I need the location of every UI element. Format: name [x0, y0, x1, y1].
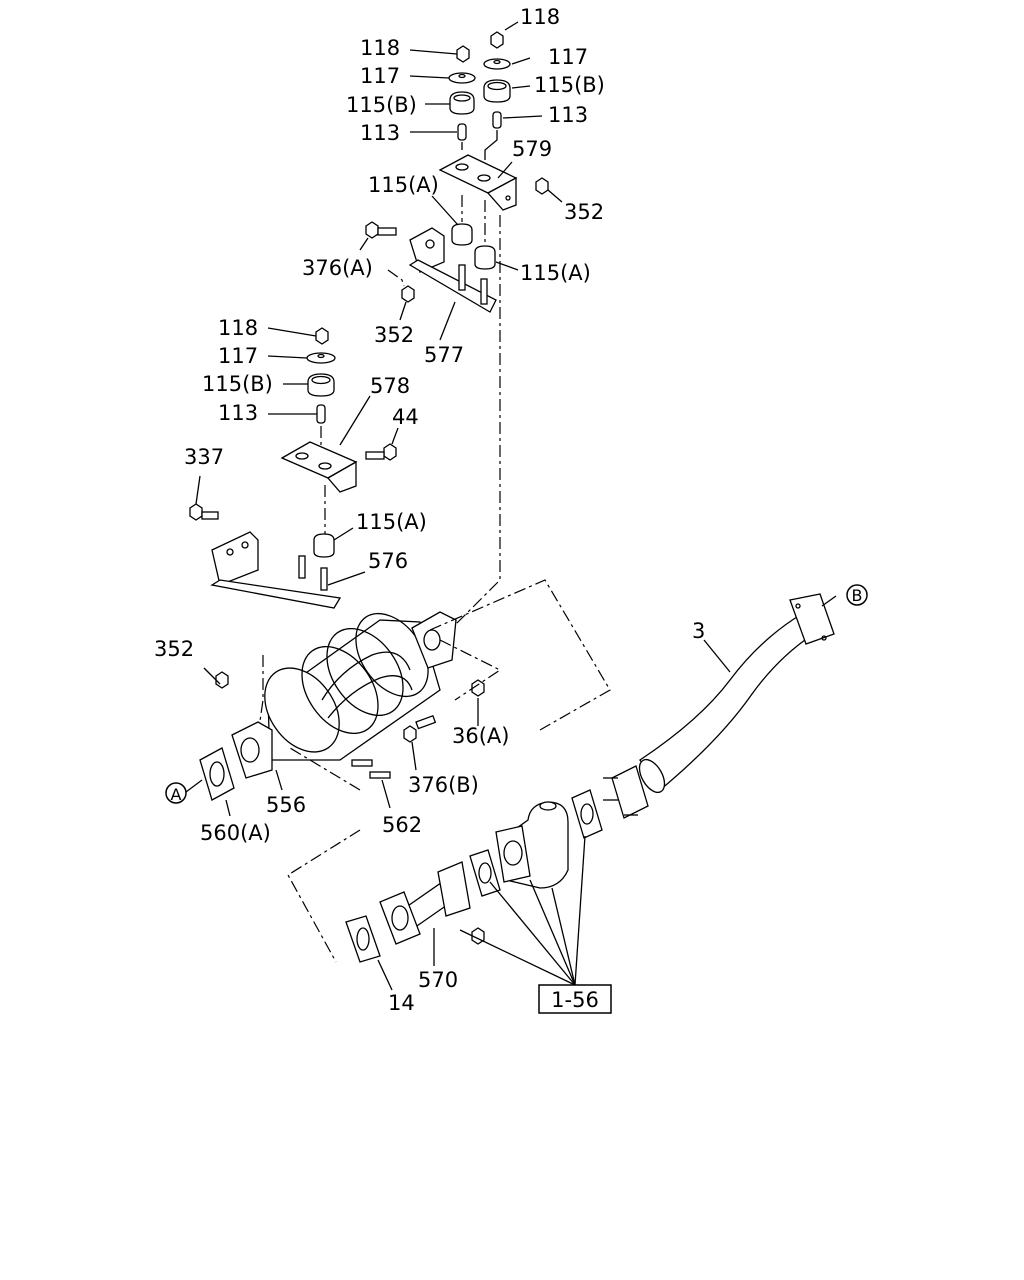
- circle-ref-a: A: [165, 782, 187, 804]
- bracket-578: [280, 441, 358, 493]
- ref-box-1-56: 1-56: [538, 984, 612, 1014]
- label-115b: 115(B): [534, 73, 605, 97]
- label-113: 113: [218, 401, 258, 425]
- gasket-pipe: [571, 789, 603, 839]
- label-118: 118: [360, 36, 400, 60]
- label-337: 337: [184, 445, 224, 469]
- bolt-44: [365, 443, 397, 461]
- label-352: 352: [374, 323, 414, 347]
- label-117: 117: [218, 344, 258, 368]
- label-560a: 560(A): [200, 821, 271, 845]
- label-14: 14: [388, 991, 415, 1015]
- dpf-converter-556: [231, 611, 457, 779]
- label-577: 577: [424, 343, 464, 367]
- bracket-576: [210, 531, 342, 609]
- pipe-570: [379, 861, 471, 945]
- label-578: 578: [370, 374, 410, 398]
- label-376b: 376(B): [408, 773, 479, 797]
- bracket-579: [438, 154, 518, 211]
- nut-352-top: [535, 177, 549, 195]
- front-pipe-3: [603, 593, 835, 819]
- mount-stack-middle: [306, 327, 336, 424]
- exhaust-brake-body: [495, 801, 569, 889]
- label-118: 118: [218, 316, 258, 340]
- label-117: 117: [360, 64, 400, 88]
- mount-stack-top-left: [448, 45, 476, 141]
- circle-ref-a-label: A: [171, 785, 182, 804]
- label-115a: 115(A): [368, 173, 439, 197]
- bracket-577: [408, 227, 497, 313]
- circle-ref-b-label: B: [852, 586, 863, 605]
- label-44: 44: [392, 405, 419, 429]
- gasket-560a: [199, 747, 235, 801]
- ref-box-label: 1-56: [551, 988, 599, 1012]
- label-117: 117: [548, 45, 588, 69]
- callout-leaders: [185, 21, 837, 991]
- nut-36a: [471, 679, 485, 697]
- label-352: 352: [564, 200, 604, 224]
- mount-stack-top-right: [483, 31, 511, 129]
- circle-ref-b: B: [846, 584, 868, 606]
- label-579: 579: [512, 137, 552, 161]
- label-113: 113: [360, 121, 400, 145]
- callout-labels: 118 118 117 117 115(B) 115(B) 113 113 57…: [154, 5, 705, 1015]
- rubber-115a-pair: [451, 223, 496, 270]
- bolt-337: [189, 503, 219, 521]
- label-562: 562: [382, 813, 422, 837]
- label-556: 556: [266, 793, 306, 817]
- rubber-115a-mid: [313, 533, 335, 558]
- bolt-376b: [403, 715, 437, 743]
- label-570: 570: [418, 968, 458, 992]
- ref-leaders: [459, 835, 586, 986]
- label-118: 118: [520, 5, 560, 29]
- nut-352-mid: [401, 285, 415, 303]
- stud-562: [351, 759, 391, 779]
- label-115a: 115(A): [520, 261, 591, 285]
- label-36a: 36(A): [452, 724, 509, 748]
- label-113: 113: [548, 103, 588, 127]
- nut-352-bottom: [215, 671, 229, 689]
- label-576: 576: [368, 549, 408, 573]
- label-352: 352: [154, 637, 194, 661]
- label-115a: 115(A): [356, 510, 427, 534]
- gasket-14: [345, 915, 381, 963]
- label-3: 3: [692, 619, 705, 643]
- label-376a: 376(A): [302, 256, 373, 280]
- bolt-376a: [365, 221, 397, 239]
- label-115b: 115(B): [346, 93, 417, 117]
- label-115b: 115(B): [202, 372, 273, 396]
